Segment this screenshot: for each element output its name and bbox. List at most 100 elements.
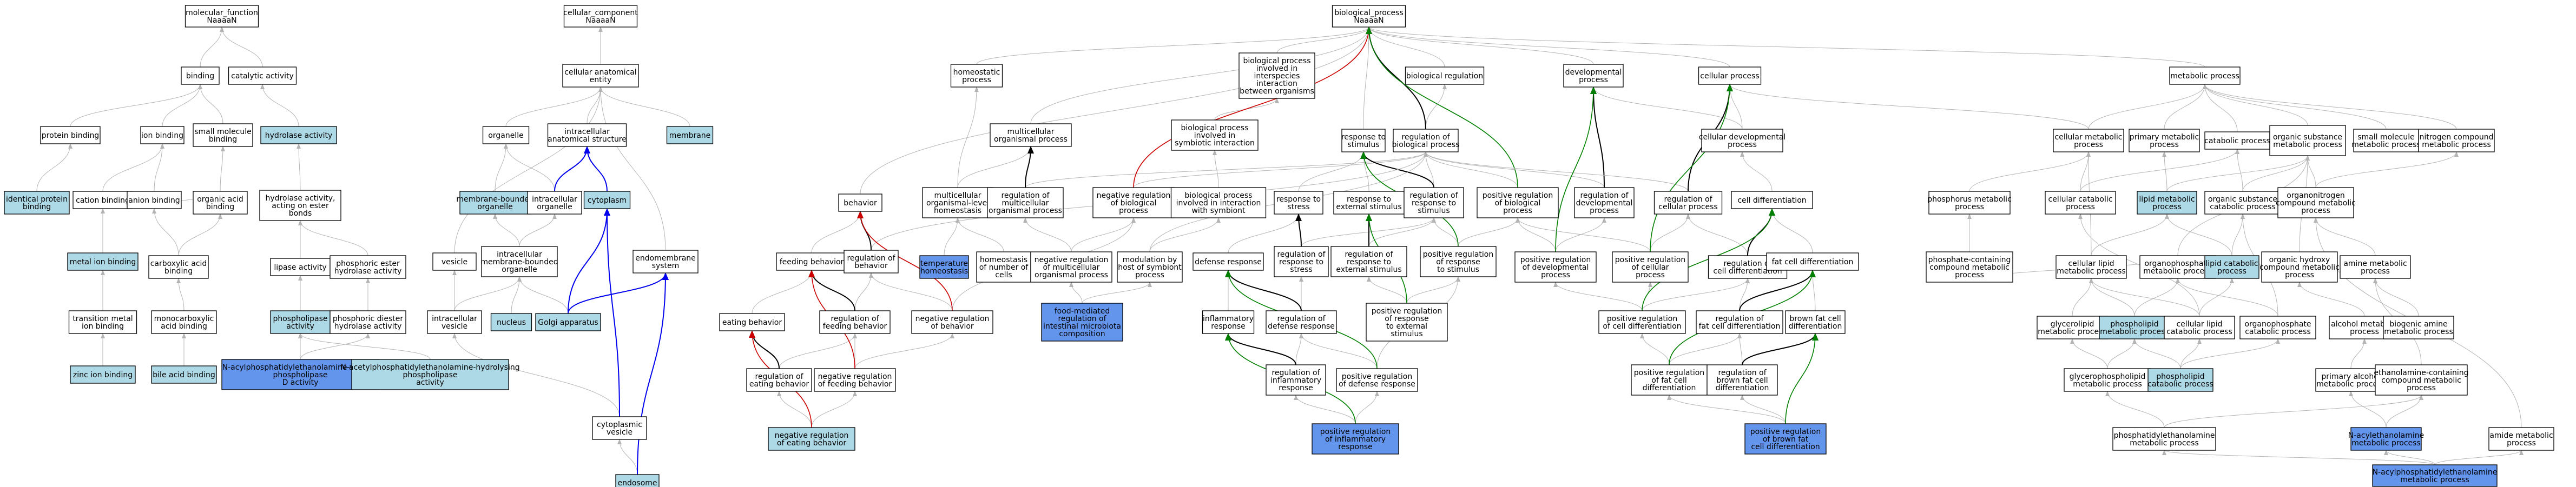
go-term-node-metab[interactable]: metabolic process <box>2169 66 2241 85</box>
go-term-node-organelle[interactable]: organelle <box>482 126 530 144</box>
go-term-node-lipase[interactable]: lipase activity <box>270 258 331 276</box>
go-term-node-celldiff[interactable]: cell differentiation <box>1731 191 1813 209</box>
go-term-node-behavior[interactable]: behavior <box>838 194 882 212</box>
go-term-node-binding[interactable]: binding <box>181 66 220 85</box>
go-term-node-cellproc[interactable]: cellular process <box>1698 66 1762 85</box>
go-term-node-defense[interactable]: defense response <box>1193 252 1264 271</box>
go-term-node-bileacid[interactable]: bile acid binding <box>151 365 217 384</box>
go-term-node-fatdiff[interactable]: fat cell differentiation <box>1766 252 1859 271</box>
go-term-node-zinc[interactable]: zinc ion binding <box>70 365 136 384</box>
go-term-node-protbind[interactable]: protein binding <box>40 126 101 144</box>
go-term-node-catact[interactable]: catalytic activity <box>228 66 297 85</box>
go-term-node-golgi[interactable]: Golgi apparatus <box>535 313 601 331</box>
go-term-node-cytoplasm[interactable]: cytoplasm <box>583 191 631 209</box>
go-term-node-napemetab[interactable]: N-acylphosphatidylethanolaminemetabolic … <box>2372 464 2498 487</box>
go-term-node-anionbind[interactable]: anion binding <box>127 191 182 209</box>
go-term-node-naphydro[interactable]: N-acetylphosphatidylethanolamine-hydroly… <box>340 359 520 390</box>
go-term-node-hydro[interactable]: hydrolase activity <box>260 126 337 144</box>
go-term-node-nucleus[interactable]: nucleus <box>490 313 532 331</box>
go-term-node-feeding[interactable]: feeding behavior <box>776 252 847 271</box>
go-term-node-catab[interactable]: catabolic process <box>2204 131 2270 150</box>
go-term-node-eating[interactable]: eating behavior <box>719 313 785 331</box>
go-term-node-vesicle[interactable]: vesicle <box>432 252 477 271</box>
